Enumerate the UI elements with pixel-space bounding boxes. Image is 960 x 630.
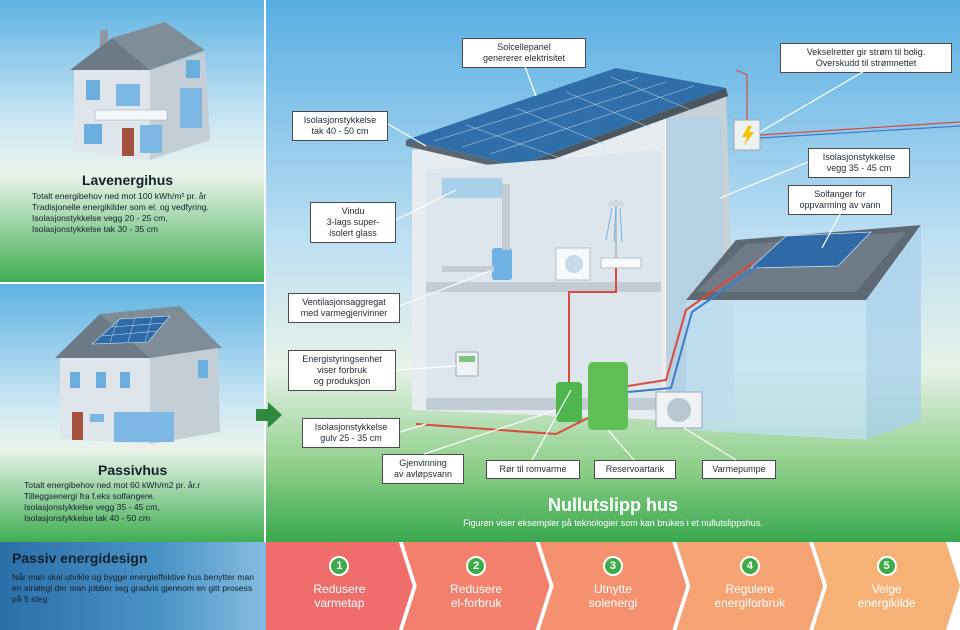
passive-panel: Passivhus Totalt energibehov ned mot 60 … [0,284,264,542]
passive-desc-line: Isolasjonstykkelse tak 40 - 50 cm [24,513,151,523]
lowenergy-house-illustration [70,22,210,160]
step-label: Utnytte solenergi [588,582,638,610]
passive-design-title: Passiv energidesign [12,550,148,566]
zero-emission-house-illustration [406,68,960,440]
passive-house-illustration [55,306,222,444]
lowenergy-desc-line: Tradisjonelle energikilder som el. og ve… [32,202,209,212]
callout-inverter: Vekselretter gir strøm til bolig. Oversk… [780,43,952,73]
step-label: Redusere el-forbruk [450,582,503,610]
callout-window: Vindu 3-lags super- isolert glass [310,202,396,243]
step-number-badge: 1 [329,556,349,576]
step-4: 4 Regulere energiforbruk [676,542,823,630]
zero-emission-subtitle: Figuren viser eksempler på teknologier s… [463,518,763,528]
callout-solar-collector: Solfanger for oppvarming av vann [788,185,892,215]
step-label: Regulere energiforbruk [714,582,786,610]
step-number-badge: 5 [877,556,897,576]
callout-control-unit: Energistyringsenhet viser forbruk og pro… [288,350,396,391]
passive-description: Totalt energibehov ned mot 60 kWh/m2 pr.… [24,480,260,524]
callout-heat-pump: Varmepumpe [702,460,776,479]
zero-emission-title: Nullutslipp hus [548,495,678,515]
callout-solar-panel: Solcellepanel genererer elektrisitet [462,38,586,68]
callout-reserve-tank: Reservoartank [594,460,676,479]
step-5: 5 Velge energikilde [813,542,960,630]
callout-roof-insulation: Isolasjonstykkelse tak 40 - 50 cm [292,111,388,141]
step-number-badge: 2 [466,556,486,576]
passive-design-description: Når man skal utvikle og bygge energieffe… [12,572,255,604]
step-3: 3 Utnytte solenergi [540,542,687,630]
lowenergy-desc-line: Isolasjonstykkelse vegg 20 - 25 cm, [32,213,168,223]
arrow-right-icon [256,402,282,428]
lowenergy-description: Totalt energibehov ned mot 100 kWh/m² pr… [32,191,262,235]
step-number-badge: 3 [603,556,623,576]
passive-title: Passivhus [98,462,168,478]
passive-design-box: Passiv energidesign Når man skal utvikle… [0,542,266,630]
callout-ventilation: Ventilasjonsaggregat med varmegjenvinner [288,293,400,323]
lowenergy-desc-line: Totalt energibehov ned mot 100 kWh/m² pr… [32,191,207,201]
step-1: 1 Redusere varmetap [266,542,413,630]
callout-heating-pipes: Rør til romvarme [486,460,580,479]
callout-floor-insulation: Isolasjonstykkelse gulv 25 - 35 cm [302,418,400,448]
design-steps: 1 Redusere varmetap 2 Redusere el-forbru… [266,542,960,630]
step-label: Velge energikilde [857,582,916,610]
passive-desc-line: Isolasjonstykkelse vegg 35 - 45 cm, [24,502,160,512]
zero-emission-panel: Solcellepanel genererer elektrisitet Vek… [266,0,960,542]
step-label: Redusere varmetap [313,582,366,610]
passive-desc-line: Tilleggsenergi fra f.eks solfangere. [24,491,156,501]
lowenergy-desc-line: Isolasjonstykkelse tak 30 - 35 cm [32,224,159,234]
lowenergy-panel: Lavenergihus Totalt energibehov ned mot … [0,0,264,282]
step-number-badge: 4 [740,556,760,576]
passive-desc-line: Totalt energibehov ned mot 60 kWh/m2 pr.… [24,480,201,490]
step-2: 2 Redusere el-forbruk [403,542,550,630]
lowenergy-title: Lavenergihus [82,172,174,188]
callout-wall-insulation: Isolasjonstykkelse vegg 35 - 45 cm [808,148,910,178]
callout-recovery: Gjenvinning av avløpsvann [382,454,464,484]
